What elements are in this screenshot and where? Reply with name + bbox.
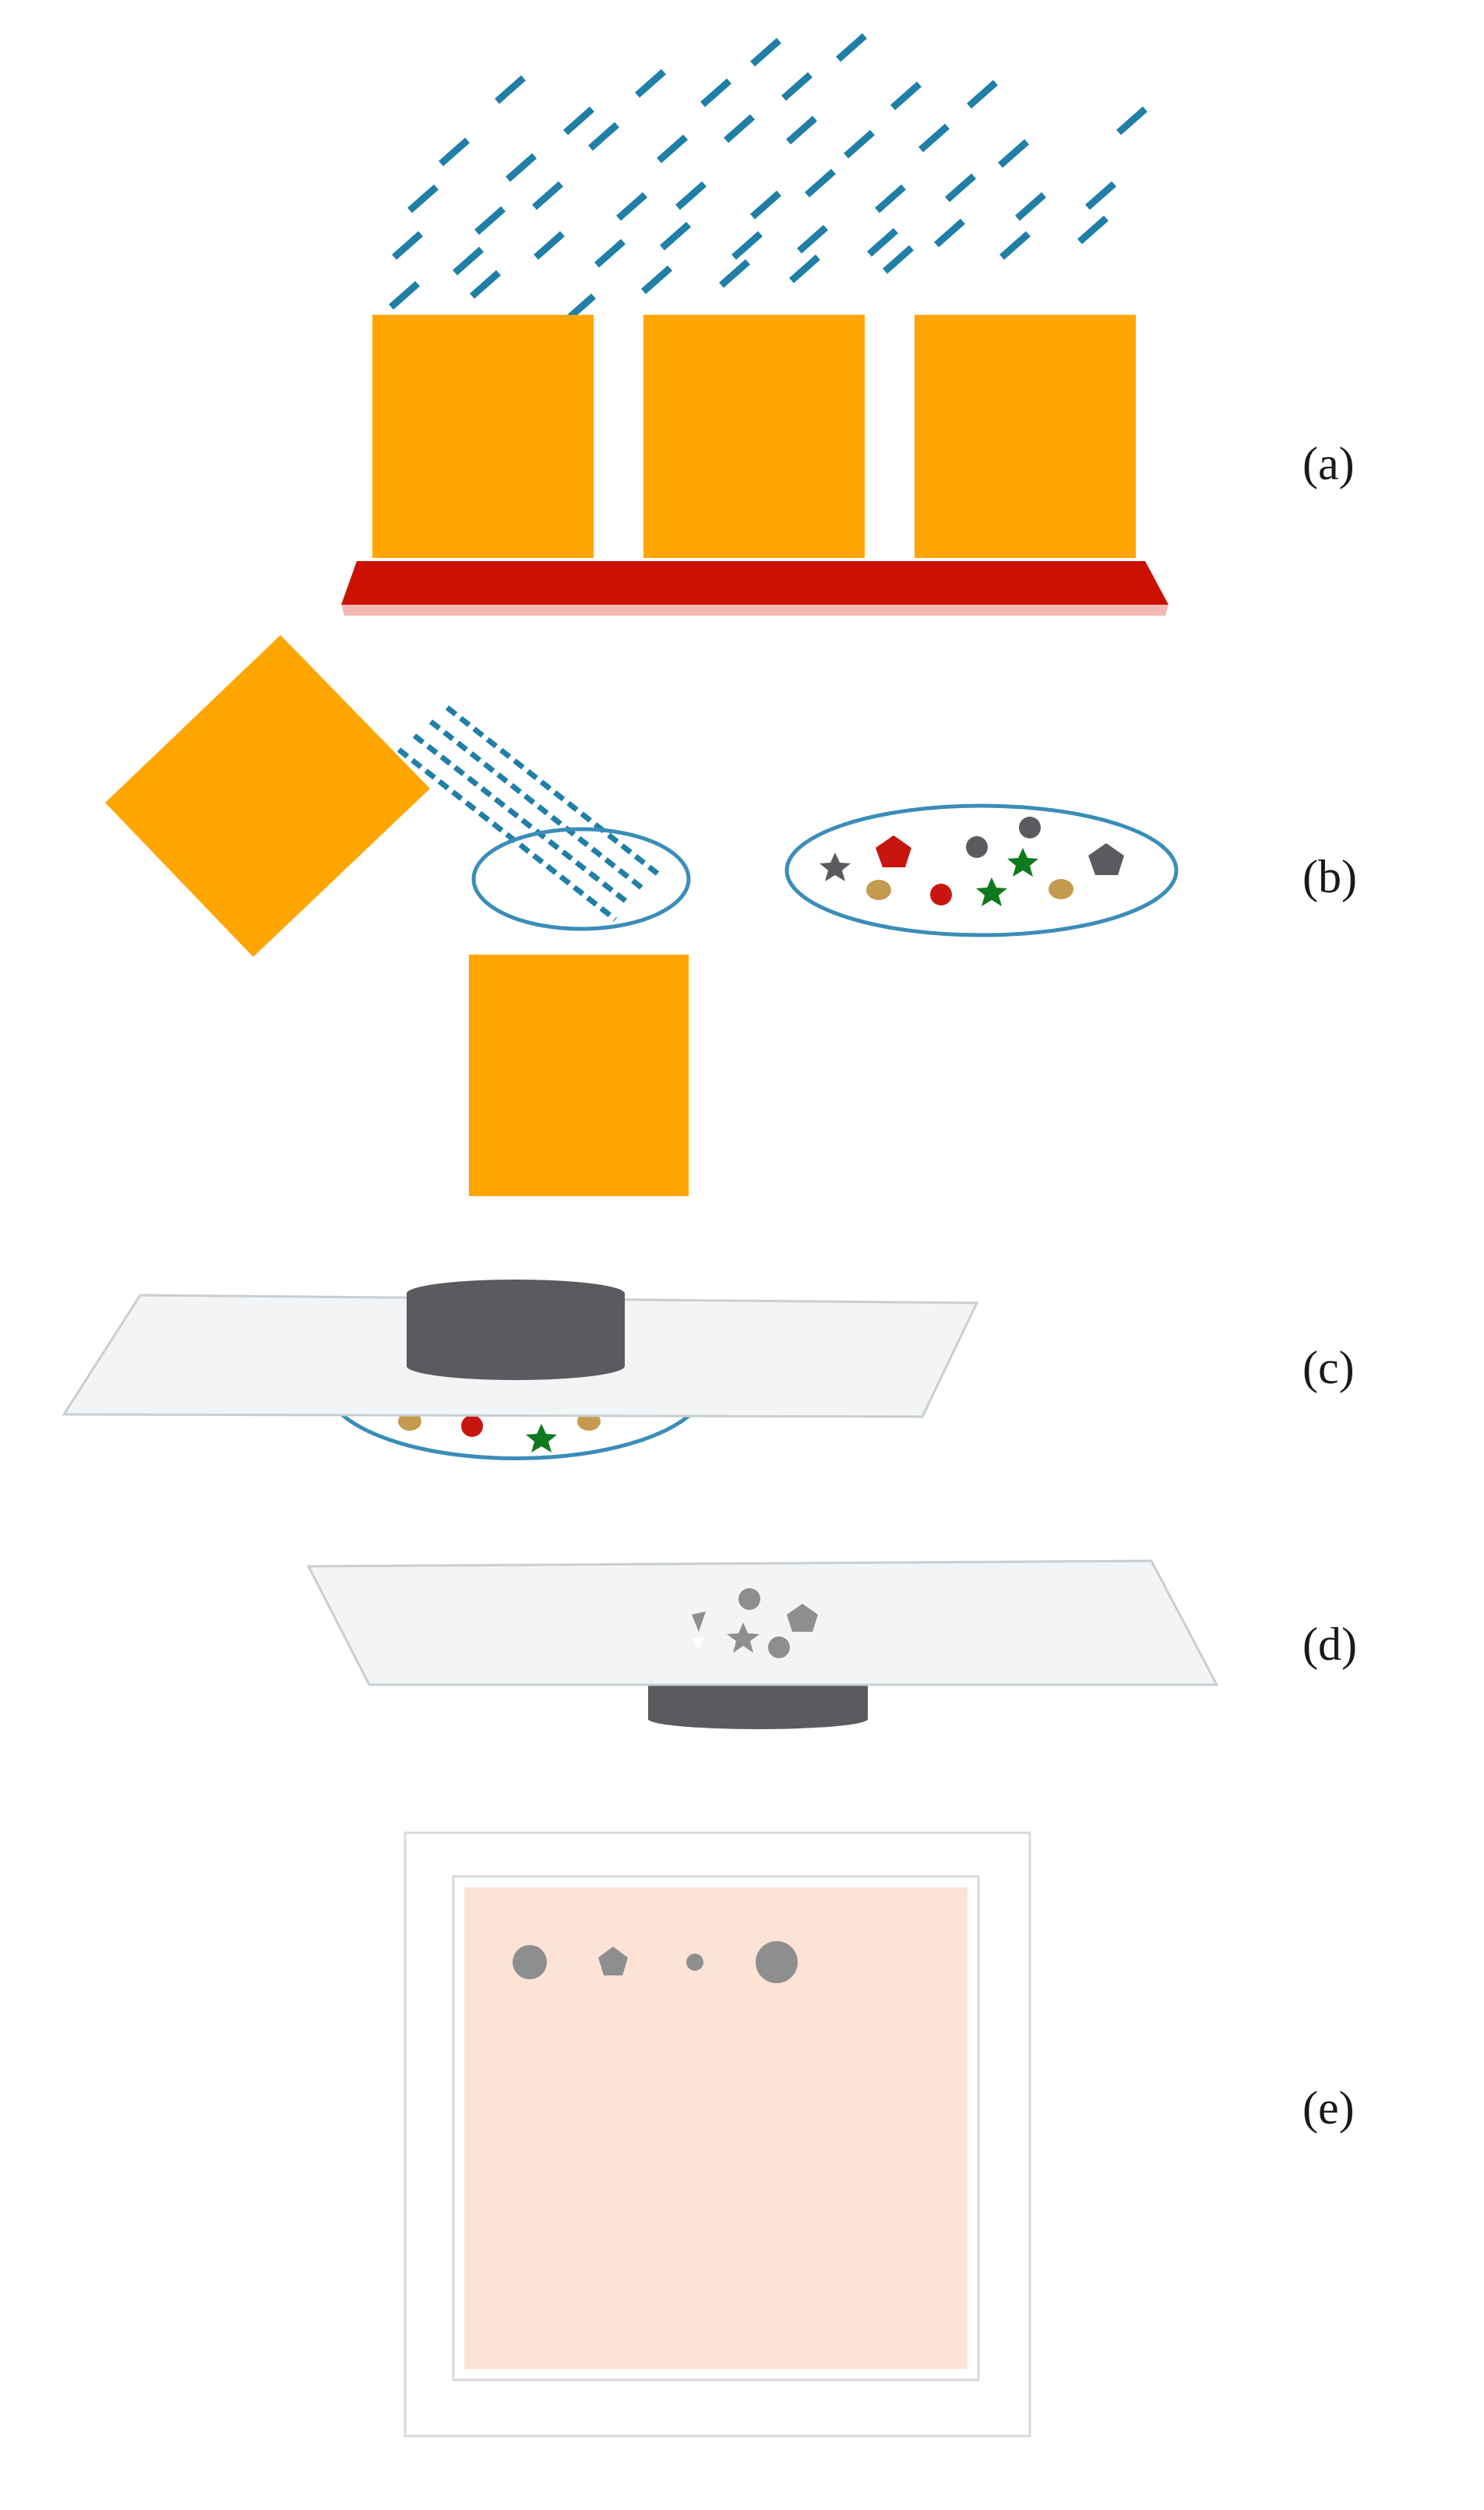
ray-segment: [805, 168, 836, 198]
ray-segment: [635, 69, 666, 98]
ray-segment: [750, 37, 781, 67]
panel-c: (c): [62, 1280, 1355, 1460]
base-plate-shadow: [341, 605, 1169, 616]
ray-segment: [945, 173, 976, 203]
ray-segment: [616, 192, 647, 221]
ray-segment: [389, 281, 420, 310]
dashed-rays: [397, 705, 660, 922]
ray-segment: [641, 265, 672, 295]
pentagon-icon: [1088, 843, 1124, 875]
ray-segment: [700, 78, 731, 108]
panel-label-b: (b): [1302, 851, 1357, 902]
panel-b: (b): [105, 635, 1357, 1196]
magnet-c: [407, 1280, 625, 1380]
tilted-orange-block: [105, 635, 430, 957]
panel-label-a: (a): [1302, 438, 1355, 489]
circle-icon: [738, 1588, 760, 1610]
pentagon-icon: [787, 1604, 818, 1632]
circle-icon: [930, 884, 952, 906]
circle-icon: [756, 1941, 798, 1983]
panel-d: (d): [306, 1559, 1357, 1729]
star-icon: [727, 1622, 760, 1653]
ray-segment: [407, 184, 439, 214]
ray-segment: [750, 190, 781, 220]
ray-segment: [453, 246, 484, 276]
ray-segment: [1085, 181, 1116, 210]
ray-segment: [967, 79, 998, 109]
star-icon: [1007, 848, 1038, 877]
ray-segment: [474, 206, 506, 235]
particles-e: [513, 1941, 798, 1983]
pentagon-icon: [876, 835, 911, 867]
pentagon-icon: [598, 1947, 628, 1975]
ray-segment: [890, 81, 922, 111]
ray-segment: [506, 153, 537, 182]
orange-block-3: [915, 315, 1136, 558]
ray-segment: [470, 270, 501, 299]
ray-segment: [594, 238, 626, 268]
result-plate: [464, 1887, 968, 2369]
circle-icon: [768, 1636, 790, 1658]
circle-icon: [1019, 817, 1041, 838]
ray-segment: [934, 218, 965, 248]
ray-segment: [998, 139, 1029, 168]
ray-segment: [724, 114, 755, 143]
ray-segment: [875, 184, 906, 214]
incident-rays: [389, 33, 1147, 323]
circle-icon: [966, 836, 988, 858]
ray-segment: [1116, 106, 1147, 136]
ray-segment: [836, 33, 867, 62]
ray-segment: [392, 231, 423, 260]
ray-segment: [731, 231, 763, 260]
ray-segment: [786, 115, 817, 145]
ray-segment: [1077, 215, 1109, 245]
ray-segment: [588, 122, 619, 151]
star-icon: [820, 853, 851, 881]
particles-b: [820, 817, 1124, 906]
ray-segment: [999, 231, 1031, 260]
ray-segment: [789, 254, 820, 284]
ray-segment: [844, 129, 875, 159]
panel-a: (a): [341, 33, 1355, 616]
star-icon: [976, 877, 1007, 906]
circle-icon: [1049, 879, 1073, 899]
red-base-plate: [341, 561, 1169, 605]
circle-icon: [398, 1412, 421, 1431]
ray-segment: [675, 181, 707, 210]
star-icon: [526, 1424, 557, 1453]
lower-orange-block: [469, 955, 689, 1196]
ray-segment: [1015, 192, 1046, 221]
target-ellipse: [471, 827, 691, 931]
panel-label-c: (c): [1302, 1342, 1355, 1393]
triangle-icon: [692, 1638, 704, 1649]
ray-segment: [563, 106, 594, 136]
orange-block-2: [643, 315, 865, 558]
panel-label-d: (d): [1302, 1619, 1357, 1670]
ray-segment: [657, 134, 688, 164]
triangle-icon: [692, 1612, 706, 1632]
ray-segment: [797, 224, 828, 254]
panel-e: (e): [404, 1831, 1355, 2438]
ray-segment: [719, 259, 750, 288]
ray-segment: [439, 137, 470, 167]
ray-segment: [781, 72, 812, 101]
ray-segment: [883, 245, 914, 274]
particle-ellipse: [784, 803, 1179, 937]
ray-segment: [918, 123, 950, 153]
ray-segment: [660, 221, 691, 251]
transparent-sheet-d: [306, 1559, 1219, 1686]
ray-segment: [867, 228, 898, 257]
magnet-d: [648, 1683, 868, 1729]
circle-icon: [686, 1954, 703, 1971]
ray-segment: [534, 231, 565, 260]
orange-block-1: [372, 315, 594, 558]
ray-segment: [532, 181, 563, 210]
ray-segment: [495, 75, 526, 104]
particles-d: [692, 1588, 818, 1658]
circle-icon: [461, 1415, 483, 1437]
panel-label-e: (e): [1302, 2082, 1355, 2134]
circle-icon: [866, 880, 891, 900]
circle-icon: [513, 1945, 547, 1979]
